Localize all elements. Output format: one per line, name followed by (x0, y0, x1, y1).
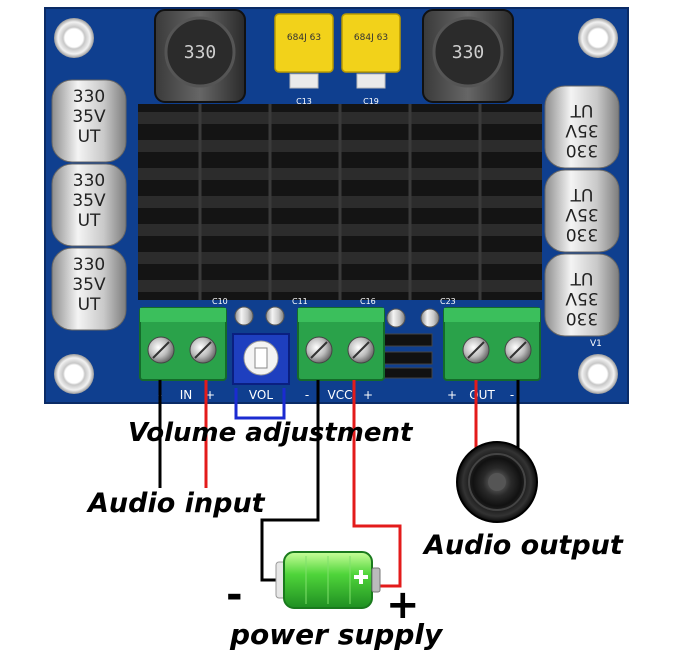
film-capacitor: 684J 63 C13 (274, 13, 334, 106)
cap-voltage: 35V (565, 120, 599, 140)
film-cap-marking: 684J 63 (354, 33, 388, 43)
vol-bracket (234, 388, 286, 420)
inductor-marking: 330 (452, 42, 485, 63)
mounting-hole (578, 18, 618, 58)
cap-value: 330 (566, 224, 598, 244)
board-ref-label: V1 (590, 339, 602, 349)
audio-output-label: Audio output (424, 530, 623, 561)
cap-brand: UT (78, 127, 101, 147)
power-plus-sign: + (386, 582, 420, 628)
mounting-hole (54, 18, 94, 58)
mounting-holes (54, 18, 618, 394)
power-wire-positive (352, 380, 402, 588)
film-capacitor: 684J 63 C19 (341, 13, 401, 106)
cap-voltage: 35V (72, 275, 106, 295)
cap-voltage: 35V (565, 288, 599, 308)
inductor: 330 (422, 9, 514, 103)
terminal-out-minus: - (510, 388, 514, 402)
cap-ref-label: C16 (360, 297, 376, 306)
electrolytic-capacitor: 330 35V UT (544, 85, 620, 169)
film-cap-ref: C19 (363, 97, 379, 106)
cap-ref-label: C23 (440, 297, 456, 306)
terminal-vcc-minus: - (305, 388, 309, 402)
cap-ref-label: C10 (212, 297, 228, 306)
cap-voltage: 35V (72, 107, 106, 127)
film-cap-ref: C13 (296, 97, 312, 106)
cap-value: 330 (73, 87, 105, 107)
cap-brand: UT (570, 268, 593, 288)
terminal-vcc-plus: + (363, 388, 373, 402)
battery-icon (275, 551, 381, 609)
cap-brand: UT (78, 211, 101, 231)
cap-voltage: 35V (72, 191, 106, 211)
terminal-block-in[interactable] (139, 307, 227, 381)
electrolytic-capacitor: 330 35V UT (51, 163, 127, 247)
cap-brand: UT (570, 100, 593, 120)
electrolytic-capacitor: 330 35V UT (51, 79, 127, 163)
film-cap-marking: 684J 63 (287, 33, 321, 43)
mounting-hole (54, 354, 94, 394)
power-supply-label: power supply (230, 618, 443, 651)
electrolytic-capacitor: 330 35V UT (544, 169, 620, 253)
power-wire-negative (260, 380, 320, 582)
electrolytic-capacitor: 330 35V UT (544, 253, 620, 337)
mounting-hole (578, 354, 618, 394)
terminal-vcc-label: VCC (328, 388, 353, 402)
terminal-block-out[interactable] (443, 307, 541, 381)
volume-potentiometer[interactable] (232, 333, 290, 385)
cap-brand: UT (570, 184, 593, 204)
terminal-out-label: OUT (469, 388, 495, 402)
electrolytic-capacitor: 330 35V UT (51, 247, 127, 331)
cap-value: 330 (73, 171, 105, 191)
cap-brand: UT (78, 295, 101, 315)
cap-value: 330 (73, 255, 105, 275)
small-capacitors: C10 C11 C16 C23 V1 (212, 297, 602, 379)
heatsink (138, 104, 542, 300)
power-minus-sign: - (226, 572, 243, 618)
inductor-marking: 330 (184, 42, 217, 63)
cap-value: 330 (566, 308, 598, 328)
inductor: 330 (154, 9, 246, 103)
terminal-in-label: IN (180, 388, 193, 402)
cap-ref-label: C11 (292, 297, 308, 306)
terminal-in-plus: + (205, 388, 215, 402)
terminal-out-plus: + (447, 388, 457, 402)
cap-value: 330 (566, 140, 598, 160)
cap-voltage: 35V (565, 204, 599, 224)
audio-input-label: Audio input (88, 488, 265, 519)
vol-label: VOL (249, 388, 273, 402)
terminal-block-vcc[interactable] (297, 307, 385, 381)
volume-adjustment-label: Volume adjustment (128, 418, 413, 448)
speaker-icon (456, 441, 538, 523)
